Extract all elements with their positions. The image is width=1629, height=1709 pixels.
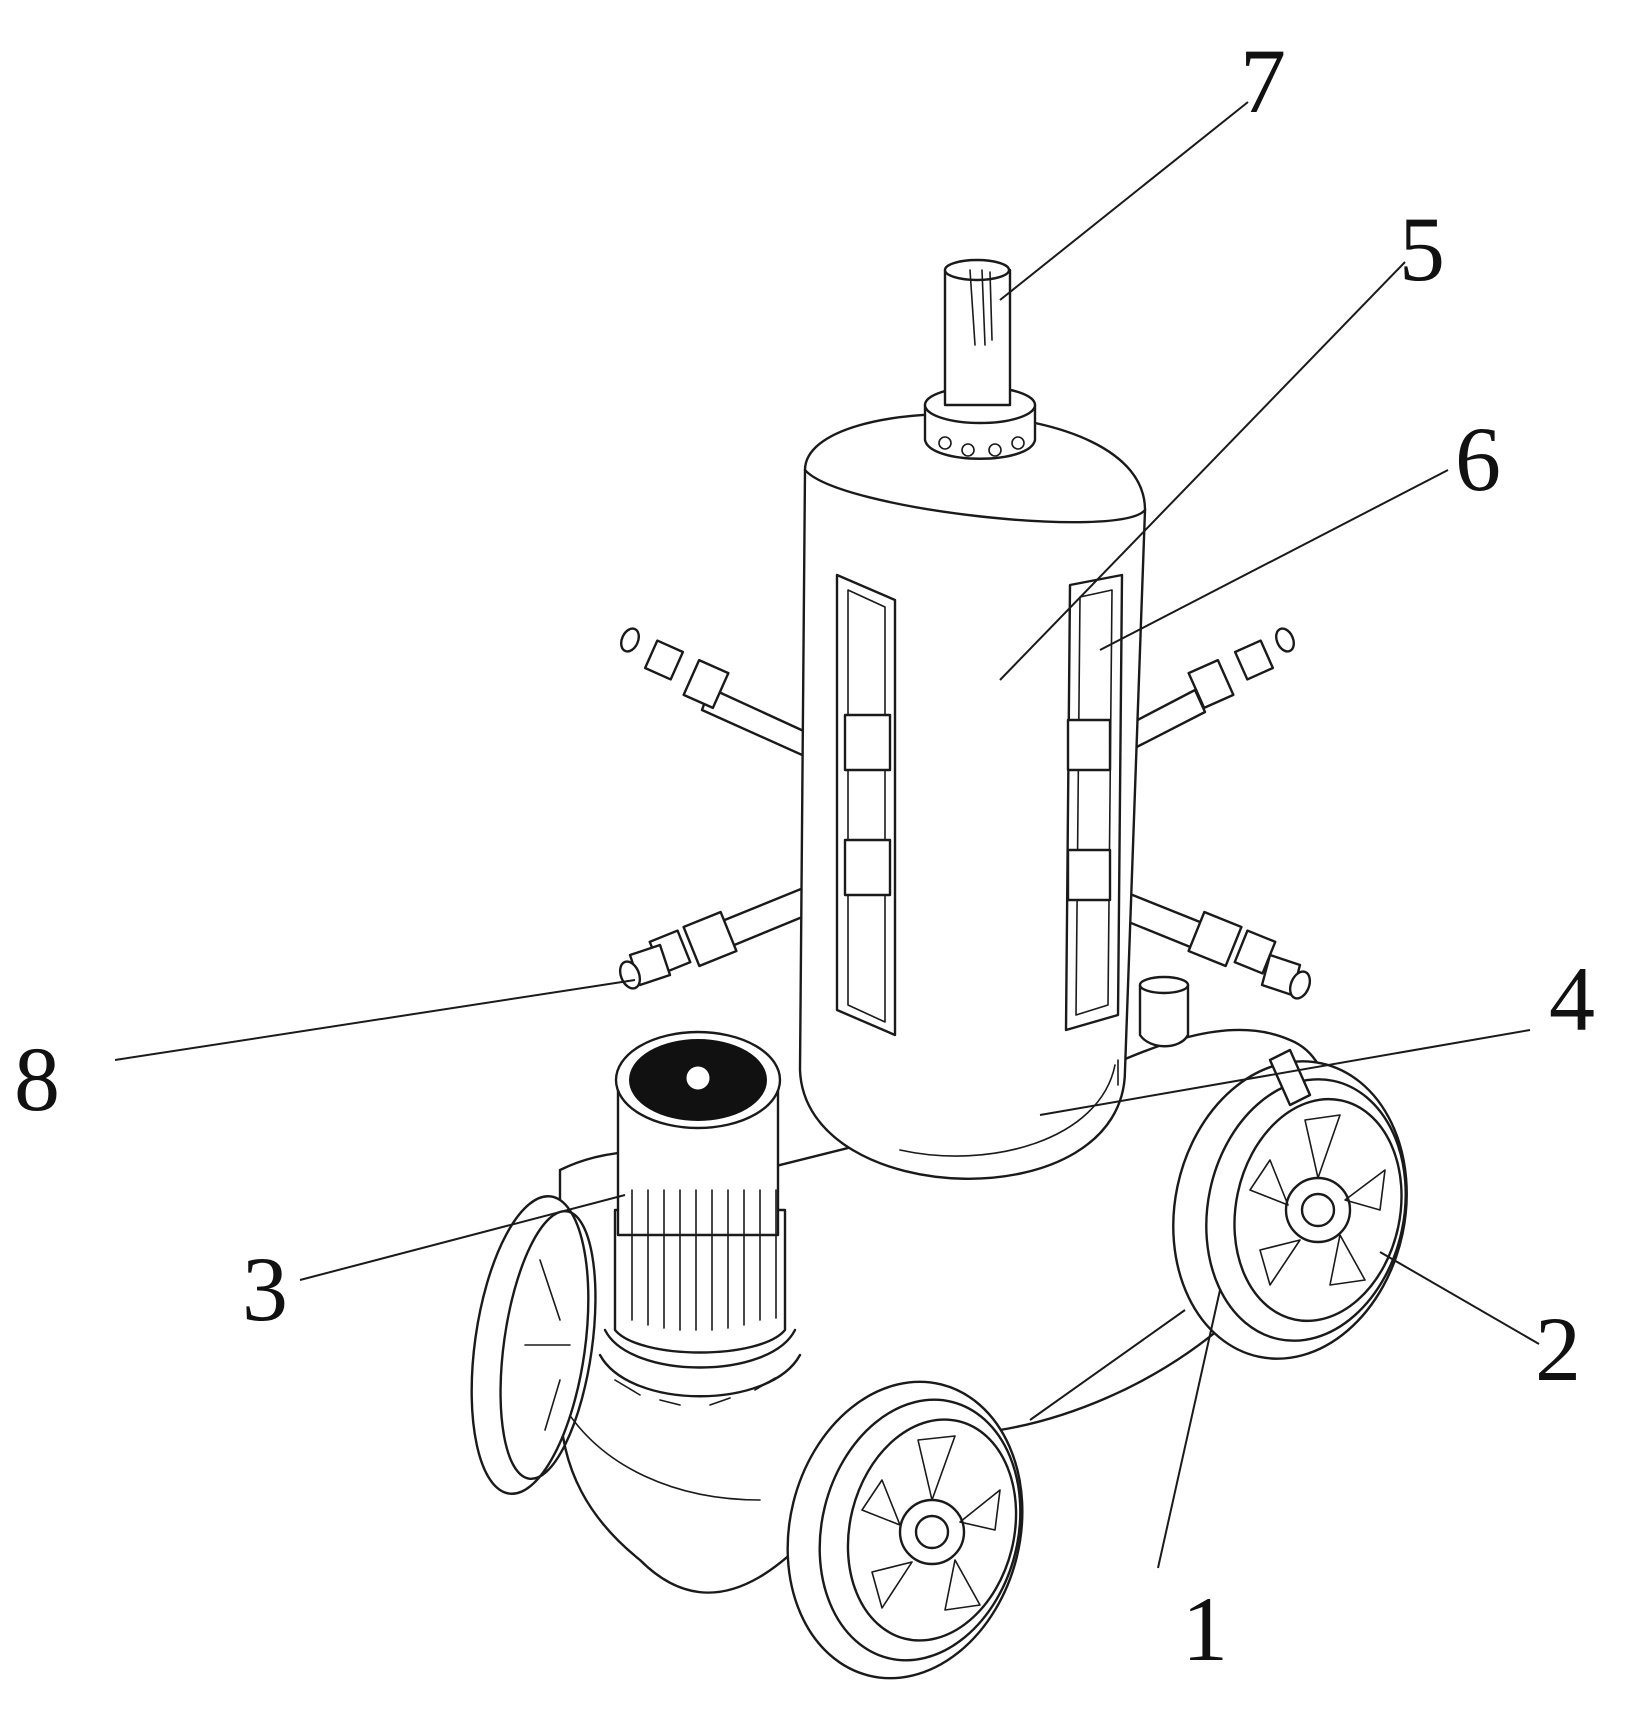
- label-8: 8: [14, 1028, 60, 1130]
- spray-head: [925, 260, 1035, 459]
- label-4: 4: [1549, 948, 1595, 1050]
- label-6: 6: [1455, 408, 1501, 510]
- label-1: 1: [1182, 1578, 1228, 1680]
- label-7: 7: [1240, 30, 1286, 132]
- label-5: 5: [1399, 198, 1445, 300]
- label-3: 3: [242, 1238, 288, 1340]
- label-2: 2: [1535, 1298, 1581, 1400]
